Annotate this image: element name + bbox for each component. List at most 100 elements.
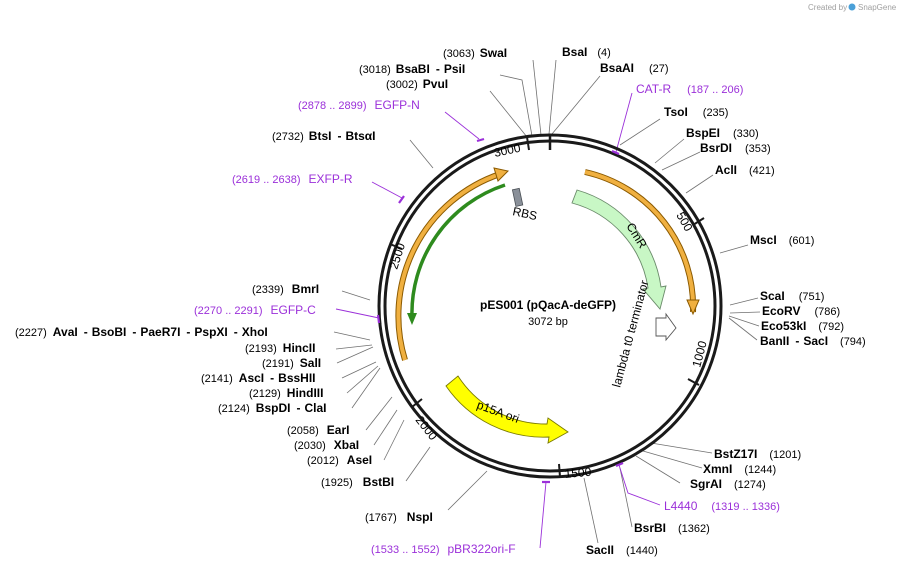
enzyme-pvui[interactable]: (3002)PvuI <box>386 77 448 91</box>
leader-eari <box>365 396 393 431</box>
primer-egfpn[interactable]: (2878 .. 2899)EGFP-N <box>298 98 420 112</box>
enzyme-bspdi[interactable]: (2124)BspDI-ClaI <box>218 401 326 415</box>
enzyme-bsabi[interactable]: (3018)BsaBI-PsiI <box>359 62 465 76</box>
enzyme-labels: (3063)SwaI BsaI(4) BsaAI(27) (3018)BsaBI… <box>15 45 866 557</box>
primer-catr[interactable]: CAT-R(187 .. 206) <box>636 82 743 96</box>
leader-catr <box>615 92 633 153</box>
leader-bspdi <box>351 367 381 409</box>
tick-3000 <box>526 136 530 151</box>
primer-mark-l4440 <box>615 461 624 468</box>
enzyme-hindiii[interactable]: (2129)HindIII <box>249 386 323 400</box>
terminator-feature <box>655 312 677 342</box>
leader-sgrai <box>635 455 681 484</box>
enzyme-ecorv[interactable]: EcoRV(786) <box>762 304 840 318</box>
leader-swai <box>532 59 542 136</box>
leader-ecorv <box>729 311 761 314</box>
enzyme-bmri[interactable]: (2339)BmrI <box>252 282 319 296</box>
plasmid-length: 3072 bp <box>528 316 568 328</box>
leader-bstbi <box>405 446 431 482</box>
tick-label-2000: 2000 <box>413 413 441 443</box>
enzyme-hincii[interactable]: (2193)HincII <box>245 341 315 355</box>
green-arrow <box>410 183 506 319</box>
enzyme-bstbi[interactable]: (1925)BstBI <box>321 475 394 489</box>
leader-xbai <box>373 409 398 446</box>
enzyme-scai[interactable]: ScaI(751) <box>760 289 824 303</box>
leader-tsoi <box>619 118 661 146</box>
leader-xmni <box>642 450 703 469</box>
enzyme-tsoi[interactable]: TsoI(235) <box>664 105 728 119</box>
leader-bspei <box>654 138 685 164</box>
enzyme-xbai[interactable]: (2030)XbaI <box>294 438 359 452</box>
enzyme-bspei[interactable]: BspEI(330) <box>686 126 759 140</box>
tick-1000 <box>687 378 700 386</box>
tick-label-3000: 3000 <box>493 141 522 160</box>
leader-bsrbi <box>619 467 633 528</box>
leader-btsi <box>409 139 434 169</box>
leader-l4440 <box>618 464 661 506</box>
backbone <box>377 133 723 479</box>
orange-right-arrowhead <box>686 299 700 316</box>
leader-hindiii <box>346 365 379 394</box>
p15a-ori-feature <box>445 375 569 444</box>
tick-2000 <box>411 398 423 408</box>
tick-marks <box>389 136 705 478</box>
enzyme-avai[interactable]: (2227)AvaI-BsoBI-PaeR7I-PspXI-XhoI <box>15 325 268 339</box>
primer-labels: (2878 .. 2899)EGFP-N CAT-R(187 .. 206) (… <box>194 82 780 556</box>
leader-bsabi <box>499 74 533 137</box>
leader-pvui <box>489 90 528 138</box>
tick-1500 <box>558 463 561 478</box>
credit-brand: SnapGene <box>858 3 897 12</box>
primer-mark-exfpr <box>398 195 405 204</box>
enzyme-bsrdi[interactable]: BsrDI(353) <box>700 141 771 155</box>
leader-bstz17i <box>650 442 713 454</box>
enzyme-bsaai[interactable]: BsaAI(27) <box>600 61 669 75</box>
leader-scai <box>729 297 759 306</box>
tick-label-1000: 1000 <box>689 339 710 369</box>
credit-text: Created by <box>808 3 847 12</box>
leader-banii <box>728 317 758 341</box>
enzyme-sgrai[interactable]: SgrAI(1274) <box>690 477 766 491</box>
rbs-label: RBS <box>511 204 538 223</box>
enzyme-banii[interactable]: BanII-SacI(794) <box>760 334 866 348</box>
enzyme-leader-lines <box>333 59 761 544</box>
leader-bsaai <box>551 75 601 135</box>
enzyme-xmni[interactable]: XmnI(1244) <box>703 462 776 476</box>
enzyme-bsai[interactable]: BsaI(4) <box>562 45 611 59</box>
terminator-label: lambda t0 terminator <box>609 279 651 389</box>
enzyme-sacii[interactable]: SacII(1440) <box>586 543 658 557</box>
tick-500 <box>692 217 705 226</box>
rbs-feature <box>511 187 524 207</box>
snapgene-logo-icon <box>848 3 856 11</box>
primer-pbr322[interactable]: (1533 .. 1552)pBR322ori-F <box>371 542 516 556</box>
leader-sali <box>336 346 374 364</box>
leader-pbr322 <box>539 481 547 549</box>
enzyme-btsi[interactable]: (2732)BtsI-BtsαI <box>272 129 376 143</box>
enzyme-bstz17i[interactable]: BstZ17I(1201) <box>714 447 801 461</box>
enzyme-eari[interactable]: (2058)EarI <box>287 423 349 437</box>
enzyme-sali[interactable]: (2191)SalI <box>262 356 321 370</box>
enzyme-nspi[interactable]: (1767)NspI <box>365 510 433 524</box>
primer-exfpr[interactable]: (2619 .. 2638)EXFP-R <box>232 172 353 186</box>
enzyme-msci[interactable]: MscI(601) <box>750 233 814 247</box>
leader-avai <box>333 331 371 341</box>
leader-msci <box>719 244 749 254</box>
primer-egfpc[interactable]: (2270 .. 2291)EGFP-C <box>194 303 316 317</box>
leader-bsai <box>548 59 557 135</box>
enzyme-acli[interactable]: AclI(421) <box>715 163 775 177</box>
leader-exfpr <box>371 181 403 199</box>
primer-l4440[interactable]: L4440(1319 .. 1336) <box>664 499 780 513</box>
leader-egfpn <box>444 111 480 140</box>
enzyme-bsrbi[interactable]: BsrBI(1362) <box>634 521 710 535</box>
snapgene-credit: Created by SnapGene <box>808 3 897 12</box>
enzyme-asei[interactable]: (2012)AseI <box>307 453 372 467</box>
tick-label-1500: 1500 <box>564 465 592 481</box>
leader-bsrdi <box>661 151 701 171</box>
plasmid-name: pES001 (pQacA-deGFP) <box>480 298 616 312</box>
enzyme-swai[interactable]: (3063)SwaI <box>443 46 507 60</box>
leader-eco53ki <box>728 315 760 327</box>
leader-acli <box>685 174 714 194</box>
leader-asci <box>341 361 377 379</box>
enzyme-asci[interactable]: (2141)AscI-BssHII <box>201 371 316 385</box>
enzyme-eco53ki[interactable]: Eco53kI(792) <box>761 319 844 333</box>
primer-marks <box>376 137 624 484</box>
